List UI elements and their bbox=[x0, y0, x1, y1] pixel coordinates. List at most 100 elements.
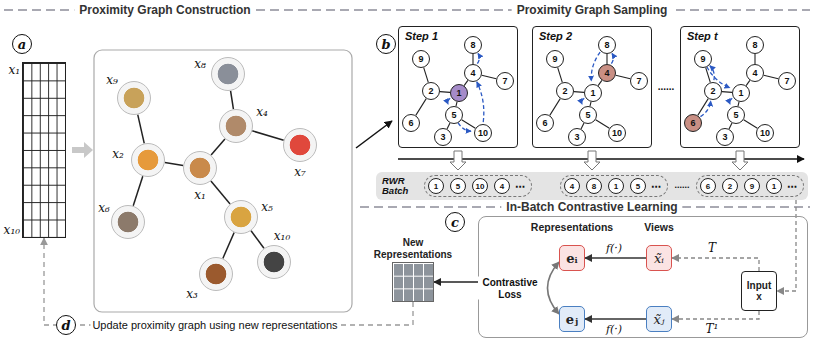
graph-node: 6 bbox=[536, 114, 554, 132]
node-text: x₁₀ bbox=[4, 223, 20, 237]
connector bbox=[764, 75, 779, 79]
connector bbox=[585, 318, 646, 319]
node-text: 6 bbox=[706, 182, 710, 191]
graph-node: 5 bbox=[450, 178, 466, 194]
graph-node: 5 bbox=[630, 178, 646, 194]
ellipsis: ⋯ bbox=[651, 181, 661, 192]
process-box: eⱼ bbox=[559, 306, 585, 332]
item-node: x₆ bbox=[111, 205, 145, 239]
node-text: 3 bbox=[574, 132, 579, 142]
graph-node: 2 bbox=[422, 82, 440, 100]
node-text: eⱼ bbox=[566, 312, 578, 327]
node-text: 4 bbox=[570, 182, 574, 191]
ellipsis: ...... bbox=[658, 81, 675, 92]
connector bbox=[223, 233, 234, 259]
node-text: x̃ⱼ bbox=[654, 312, 665, 327]
graph-node: 2 bbox=[556, 82, 574, 100]
connector bbox=[138, 115, 145, 144]
node-text: 1 bbox=[590, 88, 595, 98]
node-text: x₉ bbox=[106, 73, 118, 87]
connector bbox=[729, 123, 732, 129]
node-text: 5 bbox=[733, 110, 738, 120]
node-text: 5 bbox=[585, 110, 590, 120]
hollow-arrow bbox=[732, 151, 748, 170]
section-heading: Proximity Graph Construction bbox=[74, 3, 255, 17]
graph-node: 10 bbox=[474, 124, 492, 142]
edge-label: f(·) bbox=[604, 323, 624, 336]
node-text: Step 1 bbox=[405, 30, 438, 42]
node-text: x₂ bbox=[112, 147, 124, 161]
graph-node: 9 bbox=[546, 50, 564, 68]
node-text: x₄ bbox=[256, 105, 268, 119]
node-text: 8 bbox=[752, 40, 757, 50]
graph-panel bbox=[94, 50, 352, 312]
node-text: 2 bbox=[710, 86, 715, 96]
node-text: 8 bbox=[604, 40, 609, 50]
node-text: a bbox=[18, 37, 26, 52]
connector bbox=[165, 163, 183, 166]
connector bbox=[574, 91, 584, 93]
graph-node: 10 bbox=[608, 124, 626, 142]
graph-node: 1 bbox=[584, 84, 602, 102]
node-text: Representations bbox=[531, 221, 613, 233]
graph-node: 8 bbox=[746, 36, 764, 54]
item-node: x₃ bbox=[199, 257, 233, 291]
connector bbox=[550, 99, 560, 116]
process-box: Step 212345678910 bbox=[532, 26, 652, 148]
graph-node: 4 bbox=[564, 178, 580, 194]
connector bbox=[416, 99, 426, 116]
connector bbox=[558, 68, 563, 83]
node-text: 7 bbox=[784, 76, 789, 86]
node-text: x₅ bbox=[261, 200, 273, 214]
graph-node: 2 bbox=[704, 82, 722, 100]
walk-path bbox=[582, 98, 584, 104]
connector bbox=[133, 176, 143, 206]
graph-node: 1 bbox=[428, 178, 444, 194]
node-text: 9 bbox=[552, 54, 557, 64]
connector bbox=[231, 91, 234, 109]
node-text: 2 bbox=[562, 86, 567, 96]
connector bbox=[672, 311, 759, 319]
graph-node: 6 bbox=[402, 114, 420, 132]
graph-node: 8 bbox=[598, 36, 616, 54]
item-node: x₇ bbox=[283, 128, 317, 162]
node-text: 6 bbox=[408, 118, 413, 128]
node-text: x₁ bbox=[194, 188, 206, 202]
connector bbox=[440, 91, 450, 93]
graph-node: 6 bbox=[700, 178, 716, 194]
node-text: x₁₀ bbox=[274, 229, 290, 243]
graph-node: 1 bbox=[732, 84, 750, 102]
node-text: 5 bbox=[451, 110, 456, 120]
node-text: eᵢ bbox=[566, 251, 577, 266]
connector bbox=[616, 75, 631, 79]
graph-node: 8 bbox=[586, 178, 602, 194]
connector bbox=[754, 54, 755, 64]
walk-path bbox=[477, 82, 484, 122]
node-text: 3 bbox=[440, 132, 445, 142]
item-node: x₂ bbox=[131, 143, 165, 177]
item-node: x₄ bbox=[219, 109, 253, 143]
hollow-arrow bbox=[584, 151, 600, 170]
node-text: 9 bbox=[700, 54, 705, 64]
panel-letter: a bbox=[12, 34, 32, 54]
node-text: Input x bbox=[744, 280, 774, 303]
edge-label: Contrastive Loss bbox=[478, 277, 542, 300]
graph-node: 9 bbox=[694, 50, 712, 68]
node-text: 4 bbox=[752, 68, 757, 78]
graph-node: 3 bbox=[434, 128, 452, 146]
node-text: 7 bbox=[502, 76, 507, 86]
node-text: Step t bbox=[687, 30, 718, 42]
graph-node: 10 bbox=[756, 124, 774, 142]
connector bbox=[585, 257, 646, 258]
connector bbox=[44, 238, 413, 325]
node-text: 8 bbox=[592, 182, 596, 191]
node-text: New Representations bbox=[365, 237, 461, 260]
panel-letter: d bbox=[56, 315, 76, 335]
node-text: Step 2 bbox=[539, 30, 572, 42]
graph-node: 7 bbox=[496, 72, 514, 90]
connector bbox=[581, 123, 584, 129]
connector bbox=[447, 123, 450, 129]
node-text: 5 bbox=[636, 182, 640, 191]
graph-node: 8 bbox=[464, 36, 482, 54]
connector bbox=[482, 75, 497, 79]
